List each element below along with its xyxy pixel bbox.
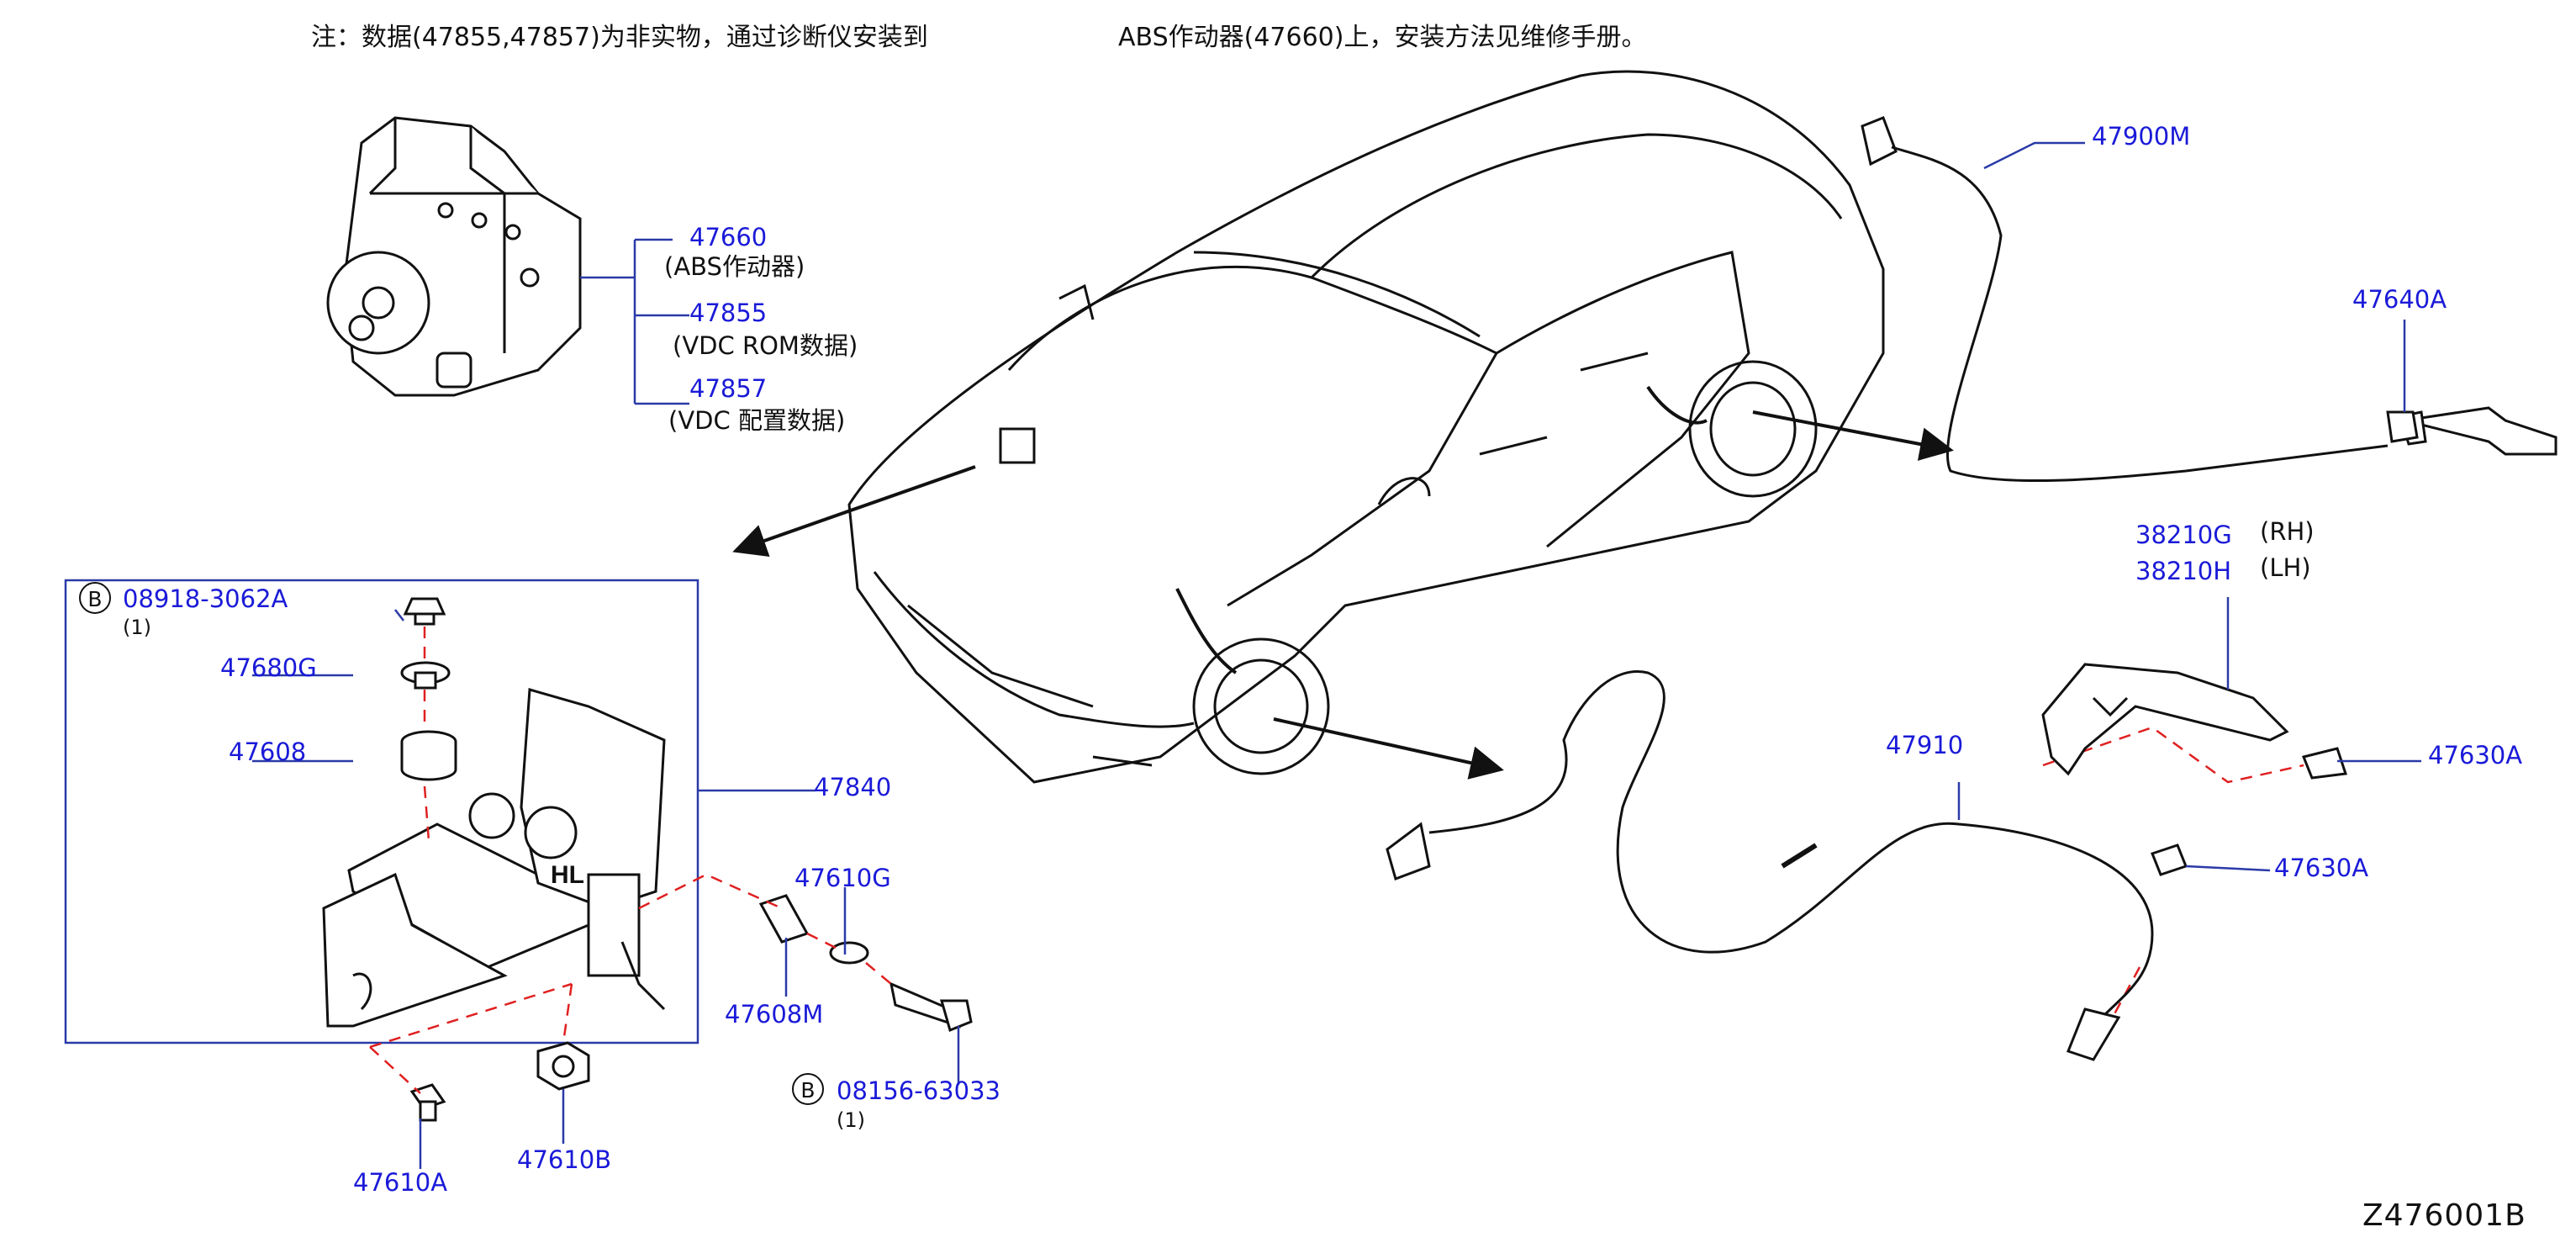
bracket-group-frame (64, 579, 699, 1044)
sensor-47910-label: 47910 (1886, 731, 1964, 759)
bolt-08918-qty: (1) (123, 616, 151, 639)
note-right: ABS作动器(47660)上，安装方法见维修手册。 (1118, 23, 1647, 52)
collar-47610g-label: 47610G (794, 864, 891, 892)
harness-47900m-label: 47900M (2092, 122, 2191, 151)
bolt-08918-label: 08918-3062A (123, 584, 288, 613)
abs-part-47660-desc: (ABS作动器) (664, 252, 805, 281)
bracket-38210h-label: 38210H (2135, 557, 2232, 585)
front-bracket-icon (2041, 663, 2289, 776)
leader-lines (252, 141, 2421, 1169)
bracket-stamp-text: HL (551, 861, 584, 889)
bracket-lh-label: (LH) (2260, 553, 2311, 582)
b-marker-2: B (792, 1073, 824, 1105)
bolt-08156-label: 08156-63033 (837, 1076, 1000, 1105)
abs-part-47857: 47857 (689, 374, 768, 403)
diagram-code: Z476001B (2362, 1198, 2526, 1233)
screw-47610a-label: 47610A (353, 1168, 448, 1197)
abs-part-47857-desc: (VDC 配置数据) (668, 406, 846, 435)
arrow-icon (732, 410, 1954, 780)
bolt-47630a-label: 47630A (2428, 741, 2523, 769)
front-sensor-harness-icon (1386, 670, 2154, 1061)
abs-part-47855-desc: (VDC ROM数据) (673, 331, 858, 360)
screw-icon (409, 1083, 446, 1122)
note-left: 注：数据(47855,47857)为非实物，通过诊断仪安装到 (311, 23, 928, 52)
bolt-08156-qty: (1) (837, 1108, 865, 1132)
abs-actuator-icon (326, 116, 582, 397)
abs-part-47660: 47660 (689, 223, 768, 251)
car-outline-icon (847, 70, 1885, 784)
bolt-icon (403, 597, 446, 626)
abs-part-47855: 47855 (689, 299, 768, 327)
bolt-47640a-label: 47640A (2352, 285, 2447, 314)
grommet-47608m-label: 47608M (725, 1000, 824, 1029)
grommet-47608-label: 47608 (229, 738, 307, 766)
washer-47680g-label: 47680G (220, 653, 317, 682)
bracket-icon (322, 688, 666, 1028)
sensor-bolt-icon (2151, 410, 2419, 876)
nut-47610b-label: 47610B (517, 1145, 612, 1174)
bracket-38210g-label: 38210G (2135, 521, 2232, 549)
nut-icon (536, 1041, 590, 1091)
bracket-rh-label: (RH) (2260, 517, 2315, 546)
b-marker: B (79, 582, 111, 614)
wheel-sensor-icon (1861, 116, 2558, 483)
bracket-47840-label: 47840 (814, 773, 892, 801)
bolt-47630a-label-2: 47630A (2274, 854, 2369, 882)
grommet-icon (400, 730, 457, 781)
abs-callout-leaders (580, 238, 689, 405)
washer-icon (400, 661, 451, 690)
